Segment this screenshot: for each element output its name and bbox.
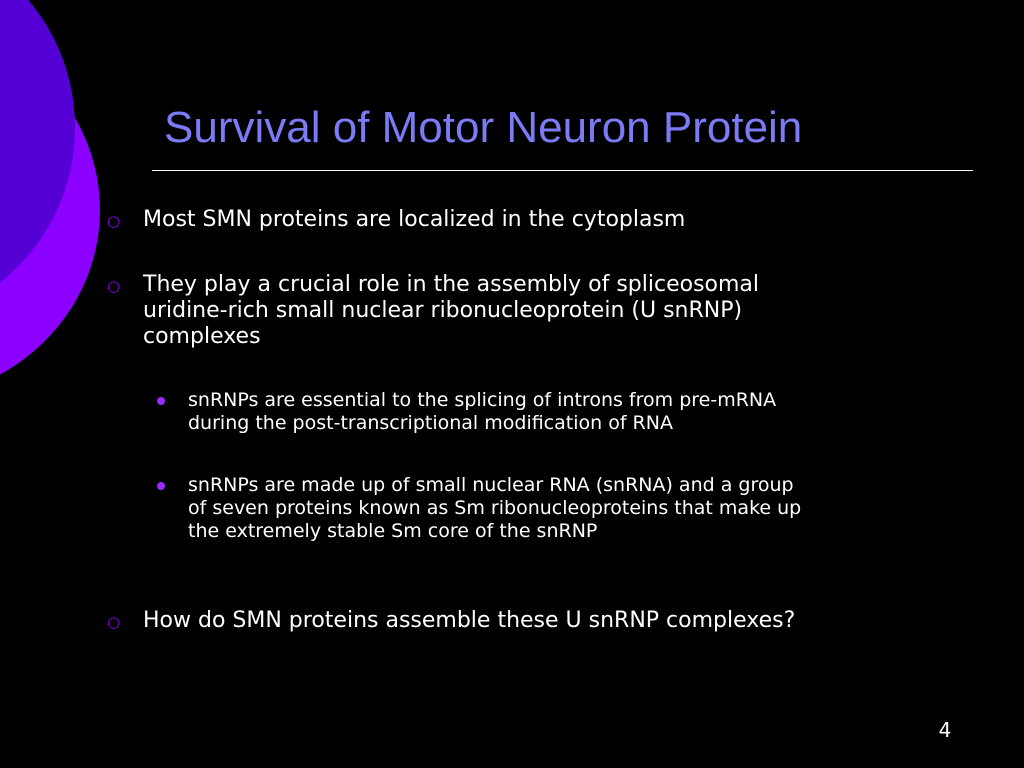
bullet-line: during the post-transcriptional modifica… [188,412,673,434]
bullet-line: How do SMN proteins assemble these U snR… [143,608,796,633]
filled-dot-icon [157,397,165,405]
bullet-line: They play a crucial role in the assembly… [143,272,760,297]
slide-title: Survival of Motor Neuron Protein [164,103,803,152]
title-underline [152,170,973,171]
bullet-line: snRNPs are made up of small nuclear RNA … [188,474,794,496]
hollow-circle-icon: ○ [107,277,121,295]
bullet-line: uridine-rich small nuclear ribonucleopro… [143,298,743,323]
bullet-line: complexes [143,324,261,349]
bullet-line: the extremely stable Sm core of the snRN… [188,520,598,542]
bullet-text: They play a crucial role in the assembly… [143,272,943,350]
bullet-line: Most SMN proteins are localized in the c… [143,207,686,232]
bullet-line: snRNPs are essential to the splicing of … [188,389,777,411]
filled-dot-icon [157,482,165,490]
hollow-circle-icon: ○ [107,212,121,230]
slide-number: 4 [938,718,952,742]
bullet-text: Most SMN proteins are localized in the c… [143,207,943,233]
sub-bullet-text: snRNPs are essential to the splicing of … [188,389,988,435]
bullet-text: How do SMN proteins assemble these U snR… [143,608,943,634]
sub-bullet-text: snRNPs are made up of small nuclear RNA … [188,474,988,543]
bullet-line: of seven proteins known as Sm ribonucleo… [188,497,802,519]
hollow-circle-icon: ○ [107,613,121,631]
